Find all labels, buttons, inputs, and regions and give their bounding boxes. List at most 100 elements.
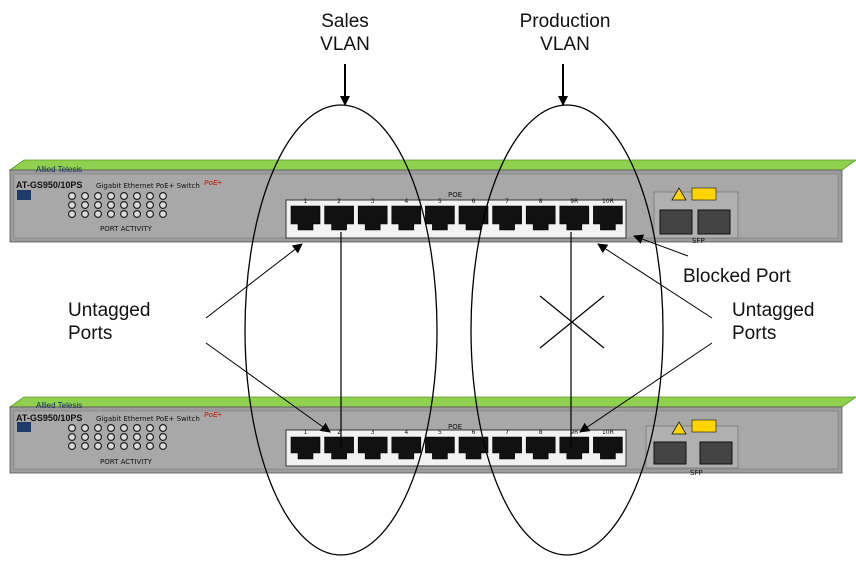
blocked-port-label: Blocked Port [683,266,791,287]
status-led [133,201,142,210]
switch-subtitle-top: Gigabit Ethernet PoE+ Switch [96,182,200,190]
untagged-ports-right-label: Untagged Ports [732,299,814,345]
untagged-right-arrow-top [597,243,713,319]
status-led [133,424,142,433]
poe-group-label-bottom: POE [448,423,463,431]
port-activity-top: PORT ACTIVITY [100,225,152,233]
led-panel [17,422,168,451]
port-number-9R: 9R [570,198,578,205]
console-port [17,422,31,432]
status-led [119,433,128,442]
blocked-port-arrow [633,234,689,257]
untagged-ports-left-label: Untagged Ports [68,299,150,345]
rj45-port-4 [391,205,422,231]
status-led [146,442,155,451]
untagged-right-line2: Ports [732,323,777,344]
sfp-label-top: SFP [692,237,705,245]
untagged-right-arrow-bottom [579,342,713,433]
status-led [159,442,168,451]
laser-label [691,187,717,201]
rj45-port-9R [559,436,590,460]
port-number-5: 5 [438,429,442,436]
rj45-port-6 [458,436,489,460]
port-number-8: 8 [539,429,543,436]
blocked-cross-b [539,295,605,349]
status-led [106,424,115,433]
status-led [159,433,168,442]
status-led [80,210,89,219]
brand-logo-top: Allied Telesis [36,165,83,174]
switch-subtitle-bottom: Gigabit Ethernet PoE+ Switch [96,415,200,423]
status-led [80,442,89,451]
rj45-port-2 [324,436,354,460]
status-led [93,433,102,442]
status-led [80,433,89,442]
port-number-1: 1 [304,198,308,205]
rj45-port-9R [559,205,590,231]
sales-vlan-label-line1: Sales [321,11,369,32]
rj45-port-7 [492,205,522,231]
port-number-9R: 9R [570,429,578,436]
status-led [67,442,76,451]
rj45-port-3 [357,436,388,460]
port-number-7: 7 [505,198,509,205]
warning-icon [671,187,687,201]
port-number-3: 3 [371,198,375,205]
rj45-port-10R [593,205,623,231]
status-led [106,433,115,442]
port-number-2: 2 [337,198,341,205]
rj45-port-4 [391,436,422,460]
status-led [67,192,76,201]
untagged-left-line1: Untagged [68,300,151,321]
untagged-right-line1: Untagged [732,300,815,321]
rj45-port-5 [425,436,455,460]
status-led [67,210,76,219]
port-number-8: 8 [539,198,543,205]
status-led [146,201,155,210]
rj45-port-8 [525,205,556,231]
status-led [146,424,155,433]
poe-badge-top: PoE+ [204,180,222,187]
status-led [159,210,168,219]
poe-group-label-top: POE [448,191,463,199]
model-name-top: AT-GS950/10PS [16,180,83,190]
status-led [106,201,115,210]
port-number-2: 2 [337,429,341,436]
sfp-port-9 [653,441,687,465]
status-led [119,192,128,201]
status-led [119,210,128,219]
status-led [106,210,115,219]
port-number-6: 6 [472,429,476,436]
status-led [133,210,142,219]
production-vlan-label-line1: Production [519,11,611,32]
model-name-bottom: AT-GS950/10PS [16,413,83,423]
status-led [93,192,102,201]
brand-logo-bottom: Allied Telesis [36,401,83,410]
production-vlan-label-line2: VLAN [540,34,590,55]
status-led [146,192,155,201]
port-number-10R: 10R [602,429,614,436]
status-led [159,201,168,210]
port-activity-bottom: PORT ACTIVITY [100,458,152,466]
rj45-port-2 [324,205,354,231]
sales-vlan-label: Sales VLAN [300,10,390,56]
status-led [133,192,142,201]
port-number-7: 7 [505,429,509,436]
rj45-port-7 [492,436,522,460]
status-led [106,192,115,201]
warning-icon [671,421,687,435]
laser-label [691,419,717,433]
status-led [67,424,76,433]
untagged-left-line2: Ports [68,323,113,344]
rj45-port-10R [593,436,623,460]
untagged-left-arrow-bottom [205,342,331,433]
status-led [133,433,142,442]
port-number-5: 5 [438,198,442,205]
status-led [80,192,89,201]
status-led [80,201,89,210]
status-led [119,201,128,210]
rj45-port-8 [525,436,556,460]
